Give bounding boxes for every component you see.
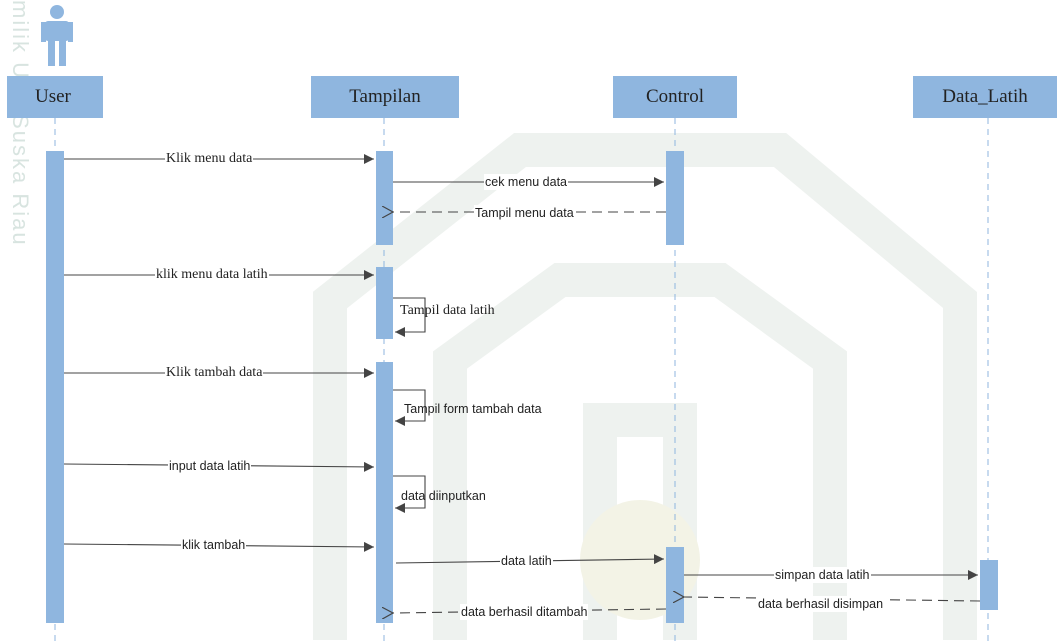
lifeline-data-latih: Data_Latih	[913, 76, 1057, 118]
msg-label-klik-menu-data: Klik menu data	[165, 151, 254, 167]
msg-label-klik-menu-data-latih: klik menu data latih	[155, 267, 269, 283]
activation-tampilan-2	[376, 267, 393, 339]
msg-line-data-diinputkan	[393, 475, 426, 513]
activation-control-1	[666, 151, 684, 245]
lifeline-user-label: User	[35, 86, 71, 107]
msg-label-tampil-data-latih: Tampil data latih	[400, 303, 495, 318]
actor-person-icon	[41, 5, 73, 66]
watermark-text: milik UIN Suska Riau	[8, 0, 33, 247]
msg-label-input-data-latih: input data latih	[168, 458, 252, 474]
msg-line-tampil-form-tambah-data	[393, 389, 426, 426]
lifeline-user: User	[7, 76, 103, 118]
activation-tampilan-1	[376, 151, 393, 245]
msg-label-data-berhasil-disimpan: data berhasil disimpan	[757, 596, 885, 612]
msg-label-simpan-data-latih: simpan data latih	[774, 567, 871, 583]
lifeline-tampilan-label: Tampilan	[349, 86, 421, 107]
activation-tampilan-3	[376, 362, 393, 623]
activation-user	[46, 151, 64, 623]
lifeline-control-label: Control	[645, 86, 705, 107]
activation-control-2	[666, 547, 684, 623]
msg-line-tampil-data-latih	[393, 297, 426, 337]
msg-label-data-berhasil-ditambah: data berhasil ditambah	[460, 604, 589, 620]
msg-label-tampil-form-tambah-data: Tampil form tambah data	[404, 402, 542, 416]
lifeline-data-latih-label: Data_Latih	[942, 86, 1028, 107]
lifeline-control: Control	[613, 76, 737, 118]
activation-data-latih	[980, 560, 998, 610]
msg-label-klik-tambah: klik tambah	[181, 537, 247, 553]
msg-label-data-latih: data latih	[500, 553, 553, 569]
lifeline-tampilan: Tampilan	[311, 76, 459, 118]
msg-label-klik-tambah-data: Klik tambah data	[165, 365, 264, 381]
msg-label-data-diinputkan: data diinputkan	[401, 489, 486, 503]
msg-label-tampil-menu-data: Tampil menu data	[474, 205, 575, 221]
msg-label-cek-menu-data: cek menu data	[484, 174, 568, 190]
